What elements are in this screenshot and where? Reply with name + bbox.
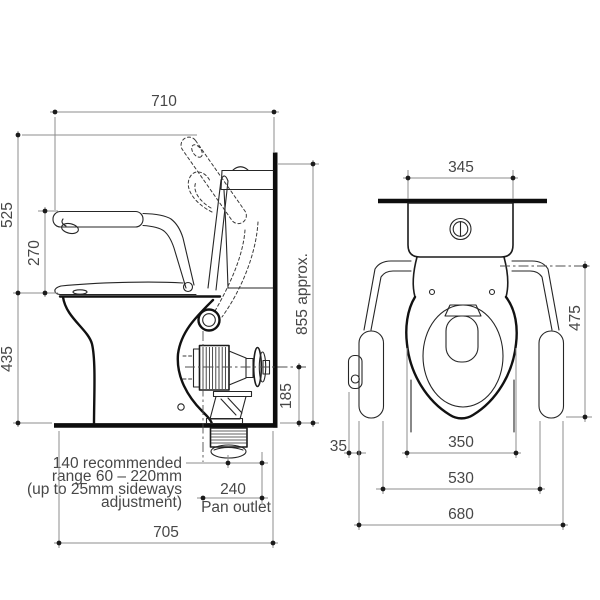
dim-435: 435: [0, 297, 52, 427]
dim-680-label: 680: [448, 506, 474, 523]
dim-475: 475: [500, 261, 592, 422]
dim-525: 525: [0, 131, 197, 297]
dim-530-label: 530: [448, 470, 474, 487]
side-view: 710 525 270 435 855 approx. 185: [0, 93, 319, 548]
dim-530: 530: [376, 421, 545, 494]
dim-270-label: 270: [26, 240, 43, 266]
dim-140-note: 140 recommended range 60 – 220mm (up to …: [27, 452, 268, 511]
note-line-3: (up to 25mm sideways: [27, 481, 182, 498]
bowl-front: [405, 256, 518, 433]
seat-side: [54, 281, 197, 296]
elbow-flange-bottom: [205, 417, 244, 425]
seat-opening: [445, 315, 479, 363]
pan-outlet-label: Pan outlet: [201, 499, 271, 516]
dim-680: 680: [354, 421, 568, 530]
cistern-side: [220, 166, 274, 289]
seat-ring: [422, 304, 504, 408]
dim-270: 270: [26, 207, 58, 297]
armrest-right-front: [511, 260, 565, 419]
dim-705: 705: [54, 431, 278, 548]
call-button-unit: [347, 354, 363, 390]
note-line-1: 140 recommended: [53, 455, 182, 472]
armrest-pad-left: [358, 330, 385, 419]
dim-240: 240 Pan outlet: [197, 481, 272, 516]
note-line-4: adjustment): [101, 494, 182, 511]
note-line-2: range 60 – 220mm: [52, 468, 182, 485]
raised-armrest-dashed: [180, 136, 259, 318]
elbow-flange-top: [212, 390, 253, 398]
front-view: 345 475 35 350 530: [330, 159, 592, 530]
dim-240-label: 240: [220, 481, 246, 498]
dim-185: 185: [278, 363, 302, 427]
dim-185-label: 185: [278, 383, 295, 409]
pipe-striations: [211, 430, 247, 444]
dim-705-label: 705: [153, 524, 179, 541]
armrest-pad-right: [538, 330, 565, 419]
armrest-side: [52, 210, 195, 289]
raised-lid-side: [207, 175, 229, 291]
armrest-grip-side: [61, 222, 79, 235]
dim-525-label: 525: [0, 202, 16, 228]
dim-35: 35: [330, 392, 366, 458]
armrest-pivot: [197, 308, 221, 332]
dim-710: 710: [50, 93, 279, 210]
dim-35-label: 35: [330, 438, 347, 455]
connector-striations: [202, 347, 226, 389]
dim-710-label: 710: [151, 93, 177, 110]
dim-435-label: 435: [0, 346, 16, 372]
dim-855-label: 855 approx.: [294, 253, 311, 335]
pedestal-side: [58, 295, 222, 426]
flush-button: [449, 217, 472, 241]
dim-345-label: 345: [448, 159, 474, 176]
dim-345: 345: [403, 159, 518, 199]
fixing-bolt: [177, 403, 185, 411]
outlet-assembly: [182, 344, 271, 459]
armrest-left-front: [347, 260, 412, 419]
dim-350-label: 350: [448, 434, 474, 451]
dim-475-label: 475: [567, 305, 584, 331]
cistern-front: [407, 202, 514, 258]
dim-350: 350: [402, 348, 521, 458]
